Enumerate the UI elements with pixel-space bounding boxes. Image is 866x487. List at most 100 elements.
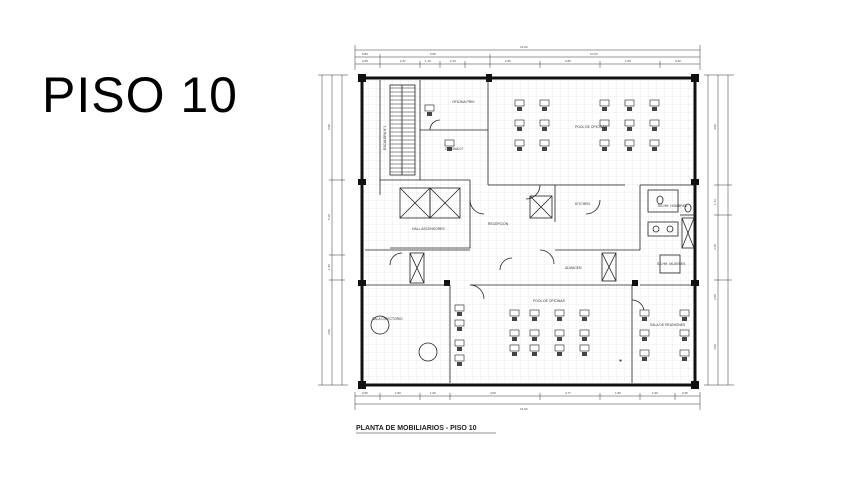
dim-left-1: 5.10: [327, 214, 331, 220]
room-pool-bottom: POOL DE OFICINAS: [533, 299, 566, 303]
room-sshh-m: SS.HH. MUJERES: [657, 262, 686, 266]
desk: [529, 329, 540, 341]
room-directorio: SALA DIRECTORIO: [372, 317, 403, 321]
desk: [554, 344, 565, 356]
dim-right-2: 3.30: [713, 244, 717, 250]
dim-top2-3: 2.10: [450, 59, 456, 63]
structural-columns: [358, 74, 699, 389]
dim-top2-1: 1.27: [400, 59, 406, 63]
dim-bottom-5: 1.80: [615, 391, 621, 395]
top-dimension-lines: [354, 45, 701, 70]
page-title: PISO 10: [42, 67, 238, 123]
desk: [599, 139, 610, 151]
desk: [509, 329, 520, 341]
desk: [579, 344, 590, 356]
desk: [639, 309, 650, 321]
interior-walls: [365, 80, 695, 383]
room-sala-reu: SALA DE REUNIONES: [650, 323, 686, 327]
round-tables: [370, 315, 622, 362]
desk: [624, 99, 635, 111]
dim-top2-5: 2.80: [565, 59, 571, 63]
desk: [554, 309, 565, 321]
dim-top-1: 6.80: [430, 52, 436, 56]
desk: [624, 139, 635, 151]
furniture-layout: [424, 99, 690, 366]
desk: [599, 119, 610, 131]
right-dimension-lines: [704, 74, 734, 386]
desk: [509, 309, 520, 321]
desk: [539, 119, 550, 131]
dim-bottom-6: 1.60: [652, 391, 658, 395]
desk: [649, 99, 660, 111]
dim-total-bottom: 16.90: [520, 407, 528, 411]
dim-left-3: 4.80: [327, 329, 331, 335]
desk: [424, 104, 435, 116]
desk: [579, 309, 590, 321]
exterior-wall: [360, 76, 697, 387]
room-hall: HALL ASCENSORES: [412, 227, 445, 231]
room-pool-top: POOL DE OFICINAS: [575, 125, 608, 129]
desk: [639, 329, 650, 341]
room-oficina-top: OFICINA PRIV.: [452, 100, 475, 104]
dim-bottom-3: 4.00: [490, 391, 496, 395]
desk: [509, 344, 520, 356]
dim-top-0: 0.80: [362, 52, 368, 56]
bottom-dimension-lines: [354, 392, 701, 410]
desk: [679, 329, 690, 341]
dim-bottom-7: 0.35: [682, 391, 688, 395]
plan-caption: PLANTA DE MOBILIARIOS - PISO 10: [356, 425, 477, 432]
stair-steps: [390, 87, 415, 173]
desk: [649, 139, 660, 151]
desk: [679, 309, 690, 321]
desk: [579, 329, 590, 341]
dim-bottom-4: 4.77: [565, 391, 571, 395]
desk: [539, 139, 550, 151]
desk: [514, 119, 525, 131]
sanitary-fixtures: [647, 189, 692, 274]
dim-bottom-1: 1.80: [395, 391, 401, 395]
desk: [599, 99, 610, 111]
dim-top2-2: 1.10: [425, 59, 431, 63]
desk: [639, 349, 650, 361]
dim-right-3: 2.50: [713, 294, 717, 300]
desk: [624, 119, 635, 131]
dim-top2-6: 1.65: [625, 59, 631, 63]
desk: [679, 349, 690, 361]
dim-top2-0: 0.65: [362, 59, 368, 63]
room-escalera: ESCALERA N°1: [383, 125, 387, 150]
desk: [454, 319, 465, 331]
dim-left-2: 1.65: [327, 264, 331, 270]
desk: [514, 139, 525, 151]
desk: [554, 329, 565, 341]
room-almacen: ALMACEN: [565, 266, 582, 270]
dim-top2-4: 2.35: [505, 59, 511, 63]
room-sshh-h: SS.HH. HOMBRES: [658, 204, 688, 208]
desk: [539, 99, 550, 111]
dim-right-1: 1.73: [713, 199, 717, 205]
dim-top-2: 10.00: [590, 52, 598, 56]
dim-top2-7: 0.32: [675, 59, 681, 63]
dim-bottom-2: 1.60: [430, 391, 436, 395]
dim-right-4: 4.50: [713, 344, 717, 350]
desk: [529, 344, 540, 356]
dim-right-0: 4.00: [713, 124, 717, 130]
dim-bottom-0: 0.65: [362, 391, 368, 395]
desk: [454, 354, 465, 366]
room-kitchen: KITCHEN: [575, 202, 590, 206]
door-swings: [389, 119, 645, 313]
floor-tile-grid: [363, 80, 693, 382]
desk: [454, 339, 465, 351]
dim-left-0: 6.80: [327, 124, 331, 130]
desk: [529, 309, 540, 321]
left-dimension-lines: [318, 74, 348, 386]
desk: [454, 304, 465, 316]
room-oficina-mid: OFICINA 07: [445, 147, 463, 151]
desk: [649, 119, 660, 131]
room-recepcion: RECEPCION: [488, 222, 509, 226]
service-shafts: [409, 195, 695, 284]
dim-total-top: 16.90: [520, 45, 528, 49]
elevator-shafts: [399, 187, 461, 219]
desk: [444, 139, 455, 151]
desk: [514, 99, 525, 111]
